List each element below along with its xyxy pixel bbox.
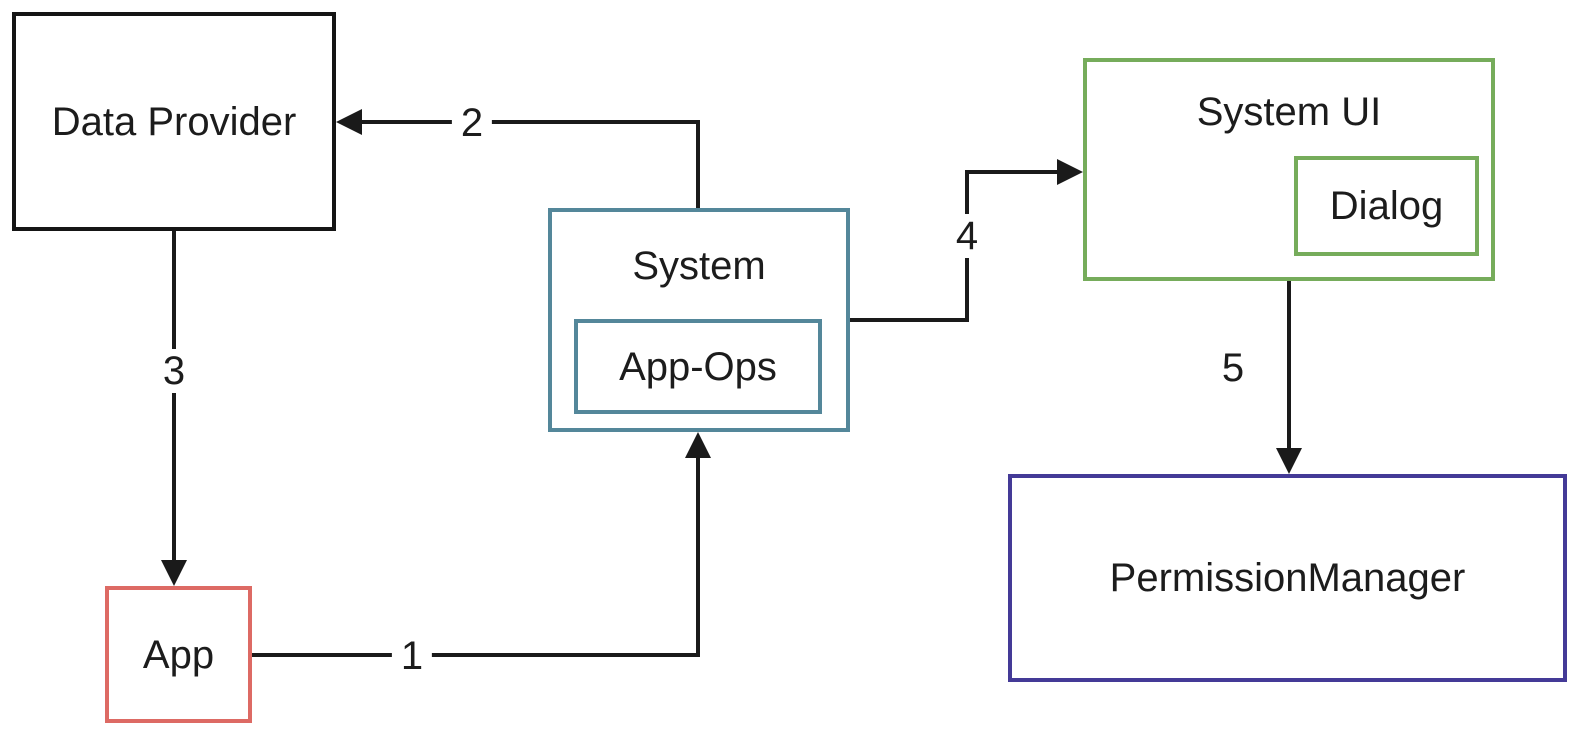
node-data-provider-label: Data Provider: [51, 99, 297, 144]
edge-2-line-horizontal: [358, 120, 700, 124]
edge-4-arrowhead-right-icon: [1057, 159, 1083, 185]
edge-4-line-horizontal-upper: [965, 170, 1059, 174]
edge-1-line-horizontal: [252, 653, 700, 657]
node-app-ops: App-Ops: [574, 319, 822, 414]
node-dialog: Dialog: [1294, 156, 1479, 256]
edge-1-label: 1: [391, 634, 433, 678]
edge-3-arrowhead-down-icon: [161, 560, 187, 586]
edge-1-arrowhead-up-icon: [685, 432, 711, 458]
edge-5-line-vertical: [1287, 281, 1291, 450]
node-app-label: App: [142, 632, 215, 677]
edge-5-arrowhead-down-icon: [1276, 448, 1302, 474]
edge-4-line-horizontal-lower: [850, 318, 969, 322]
node-data-provider: Data Provider: [12, 12, 336, 231]
edge-3-label: 3: [153, 349, 195, 393]
node-system-ui-label: System UI: [1196, 90, 1382, 134]
edge-2-line-vertical: [696, 120, 700, 208]
node-app-ops-label: App-Ops: [619, 344, 777, 389]
node-system: System App-Ops: [548, 208, 850, 432]
node-app: App: [105, 586, 252, 723]
edge-4-label: 4: [946, 214, 988, 258]
edge-2-arrowhead-left-icon: [336, 109, 362, 135]
node-system-ui: System UI Dialog: [1083, 58, 1495, 281]
edge-3-line-vertical: [172, 231, 176, 562]
node-permission-manager-label: PermissionManager: [1109, 556, 1466, 600]
edge-2-label: 2: [451, 101, 493, 145]
edge-1-line-vertical: [696, 456, 700, 657]
node-system-label: System: [632, 244, 766, 288]
node-permission-manager: PermissionManager: [1008, 474, 1567, 682]
node-dialog-label: Dialog: [1329, 184, 1444, 228]
edge-5-label: 5: [1217, 346, 1249, 390]
